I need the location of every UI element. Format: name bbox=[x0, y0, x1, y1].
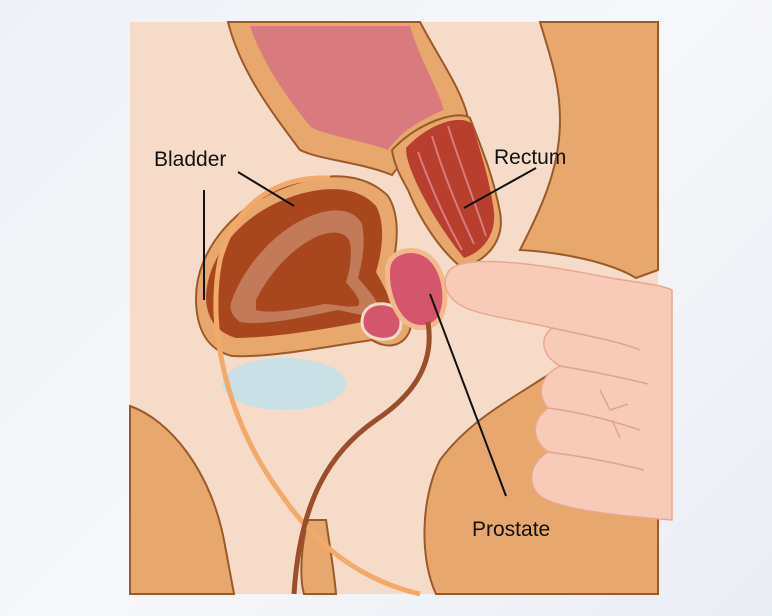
rectum-label: Rectum bbox=[494, 146, 566, 169]
prostate-label: Prostate bbox=[472, 518, 550, 541]
bladder-label: Bladder bbox=[154, 148, 226, 171]
pubic-bone bbox=[222, 358, 346, 410]
